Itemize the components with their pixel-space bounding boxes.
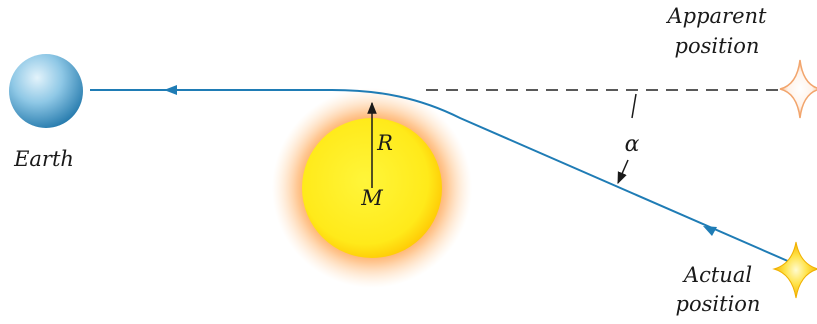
actual-label-line2: position (676, 292, 761, 316)
apparent-star-icon (779, 59, 817, 119)
apparent-label-line1: Apparent (665, 4, 767, 28)
apparent-label-line2: position (675, 34, 760, 58)
ray-arrowhead-right (703, 226, 717, 236)
angle-tick-upper (631, 93, 637, 119)
radius-label: R (376, 131, 393, 155)
actual-star-icon (772, 241, 817, 299)
actual-label-line1: Actual (682, 263, 752, 287)
light-ray (90, 89, 791, 263)
angle-arrow-lower (617, 159, 629, 185)
ray-arrowhead-left (164, 85, 177, 95)
earth-icon (9, 54, 83, 128)
angle-label: α (625, 132, 640, 157)
mass-label: M (360, 186, 383, 210)
earth-label: Earth (13, 147, 74, 171)
